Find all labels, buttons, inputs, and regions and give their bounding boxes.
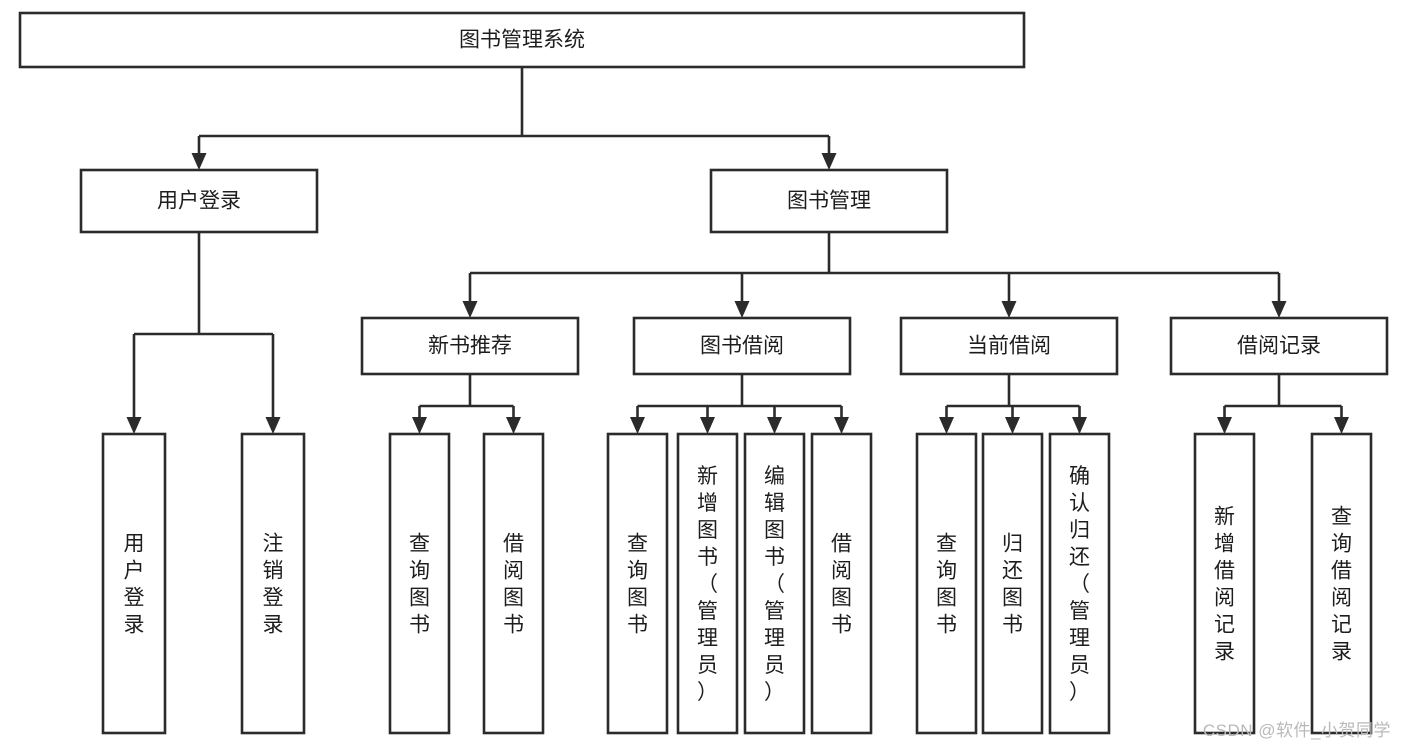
- arrow-head-icon: [700, 417, 715, 434]
- node-box[interactable]: [606, 432, 669, 735]
- node-box[interactable]: [709, 168, 949, 234]
- node-user-login[interactable]: 用户登录: [79, 168, 319, 234]
- node-box[interactable]: [101, 432, 167, 735]
- node-recommend-query-book[interactable]: 查询图书: [388, 432, 451, 735]
- node-record-add[interactable]: 新增借阅记录: [1193, 432, 1256, 735]
- node-box[interactable]: [810, 432, 873, 735]
- arrow-head-icon: [630, 417, 645, 434]
- node-box[interactable]: [240, 432, 306, 735]
- arrow-head-icon: [734, 301, 750, 318]
- arrow-head-icon: [1005, 417, 1020, 434]
- node-root[interactable]: 图书管理系统: [18, 11, 1026, 69]
- node-book-manage[interactable]: 图书管理: [709, 168, 949, 234]
- node-label: 借阅记录: [1237, 335, 1321, 358]
- arrow-head-icon: [412, 417, 427, 434]
- node-label: 图书管理系统: [459, 29, 585, 52]
- node-box[interactable]: [632, 316, 852, 376]
- node-borrow-record[interactable]: 借阅记录: [1169, 316, 1389, 376]
- node-label: 查询借阅记录: [1331, 506, 1352, 664]
- node-label: 查询图书: [627, 533, 648, 637]
- arrow-head-icon: [265, 417, 281, 434]
- node-layer: 图书管理系统用户登录图书管理用户登录注销登录新书推荐查询图书借阅图书图书借阅查询…: [18, 11, 1389, 735]
- node-box[interactable]: [899, 316, 1119, 376]
- node-box[interactable]: [676, 432, 739, 735]
- node-box[interactable]: [388, 432, 451, 735]
- arrow-head-icon: [1334, 417, 1349, 434]
- node-current-confirm-return[interactable]: 确认归还（管理员）: [1048, 432, 1111, 735]
- node-borrow-borrow-book[interactable]: 借阅图书: [810, 432, 873, 735]
- node-leaf-user-login[interactable]: 用户登录: [101, 432, 167, 735]
- node-current-query-book[interactable]: 查询图书: [915, 432, 978, 735]
- node-current-return-book[interactable]: 归还图书: [981, 432, 1044, 735]
- node-box[interactable]: [1048, 432, 1111, 735]
- node-label: 查询图书: [936, 533, 957, 637]
- node-box[interactable]: [1193, 432, 1256, 735]
- node-label: 新书推荐: [428, 335, 512, 358]
- arrow-head-icon: [821, 153, 837, 170]
- node-borrow-add-book[interactable]: 新增图书（管理员）: [676, 432, 739, 735]
- node-label: 用户登录: [124, 533, 145, 637]
- node-label: 新增借阅记录: [1214, 506, 1235, 664]
- node-borrow-edit-book[interactable]: 编辑图书（管理员）: [743, 432, 806, 735]
- node-label: 确认归还（管理员）: [1069, 465, 1090, 704]
- node-label: 新增图书（管理员）: [697, 465, 718, 704]
- arrow-head-icon: [834, 417, 849, 434]
- node-label: 图书管理: [787, 190, 871, 213]
- arrow-head-icon: [126, 417, 142, 434]
- arrow-head-icon: [767, 417, 782, 434]
- node-box[interactable]: [915, 432, 978, 735]
- arrow-head-icon: [1072, 417, 1087, 434]
- node-box[interactable]: [360, 316, 580, 376]
- node-label: 编辑图书（管理员）: [764, 465, 785, 704]
- arrow-head-icon: [191, 153, 207, 170]
- arrow-head-icon: [1271, 301, 1287, 318]
- node-box[interactable]: [743, 432, 806, 735]
- connector-layer: [126, 67, 1349, 434]
- node-label: 查询图书: [409, 533, 430, 637]
- node-box[interactable]: [79, 168, 319, 234]
- node-box[interactable]: [482, 432, 545, 735]
- arrow-head-icon: [1217, 417, 1232, 434]
- node-book-borrow[interactable]: 图书借阅: [632, 316, 852, 376]
- node-label: 图书借阅: [700, 335, 784, 358]
- node-box[interactable]: [1169, 316, 1389, 376]
- node-box[interactable]: [981, 432, 1044, 735]
- node-label: 借阅图书: [503, 533, 524, 637]
- arrow-head-icon: [506, 417, 521, 434]
- node-label: 用户登录: [157, 190, 241, 213]
- arrow-head-icon: [462, 301, 478, 318]
- node-recommend-borrow-book[interactable]: 借阅图书: [482, 432, 545, 735]
- arrow-head-icon: [1001, 301, 1017, 318]
- node-label: 借阅图书: [831, 533, 852, 637]
- node-borrow-query-book[interactable]: 查询图书: [606, 432, 669, 735]
- node-record-query[interactable]: 查询借阅记录: [1310, 432, 1373, 735]
- node-new-book-recommend[interactable]: 新书推荐: [360, 316, 580, 376]
- node-label: 归还图书: [1002, 533, 1023, 637]
- node-label: 注销登录: [263, 533, 284, 637]
- node-current-borrow[interactable]: 当前借阅: [899, 316, 1119, 376]
- node-box[interactable]: [18, 11, 1026, 69]
- node-label: 当前借阅: [967, 335, 1051, 358]
- node-box[interactable]: [1310, 432, 1373, 735]
- arrow-head-icon: [939, 417, 954, 434]
- node-leaf-user-logout[interactable]: 注销登录: [240, 432, 306, 735]
